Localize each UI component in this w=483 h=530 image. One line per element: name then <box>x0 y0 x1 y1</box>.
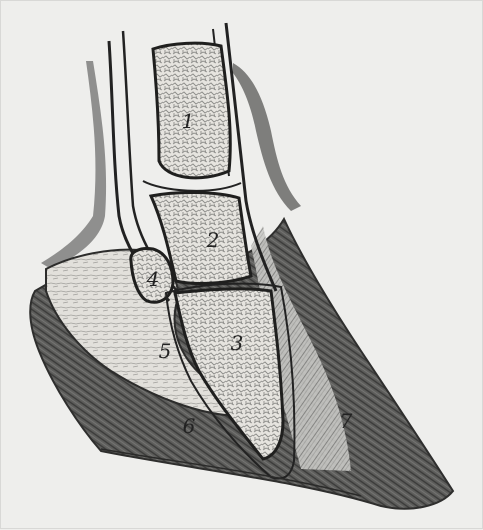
label-5: 5 <box>159 339 172 363</box>
label-6: 6 <box>183 414 196 438</box>
label-3: 3 <box>231 331 244 355</box>
label-1: 1 <box>182 109 195 133</box>
label-2: 2 <box>206 228 220 252</box>
hair-fringe-left <box>41 61 106 269</box>
joint-capsule-upper <box>143 181 241 191</box>
label-4: 4 <box>146 267 160 291</box>
label-7: 7 <box>340 409 353 433</box>
